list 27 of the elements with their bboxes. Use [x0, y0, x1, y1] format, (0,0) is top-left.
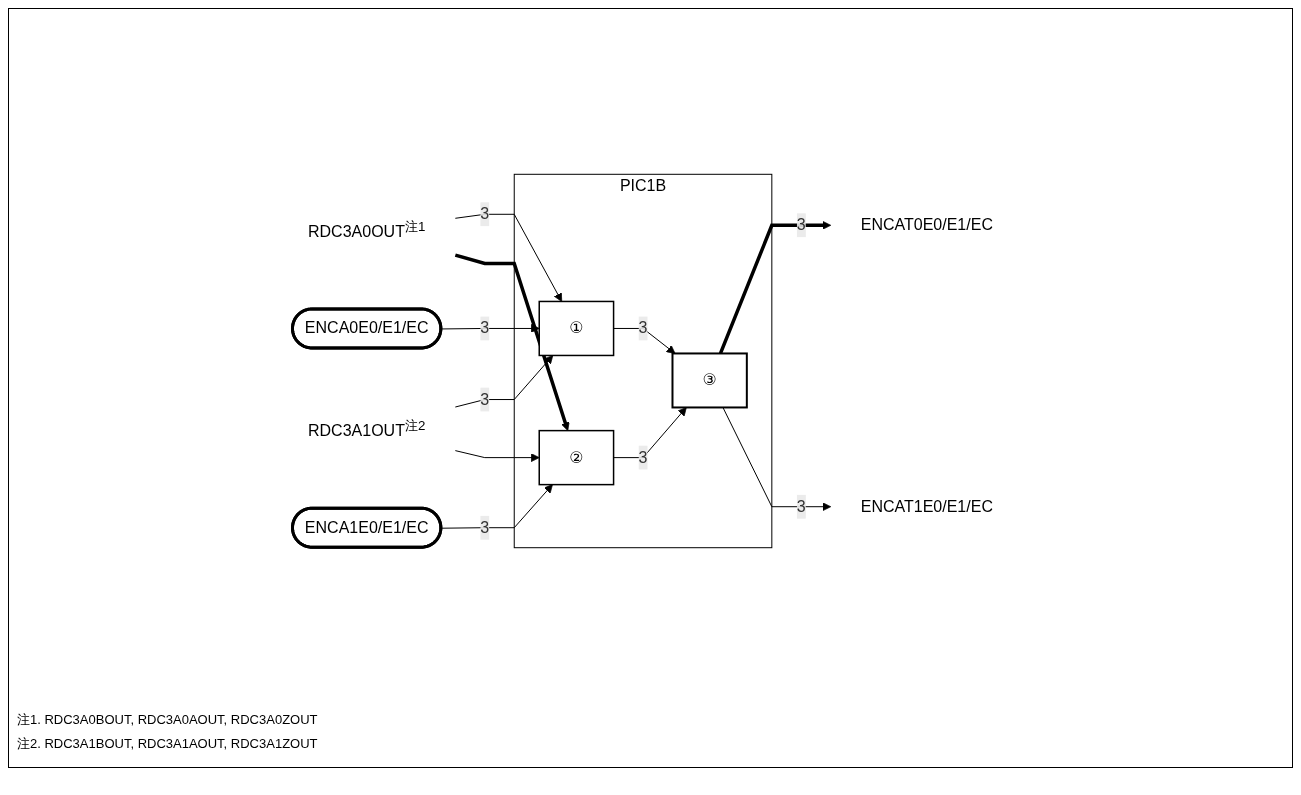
node-text: RDC3A1OUT$^{注2}$: [308, 417, 426, 440]
node-text: RDC3A0OUT$^{注1}$: [308, 218, 426, 240]
arrow: [440, 324, 540, 333]
edge-label: 3: [480, 319, 490, 337]
edge-label: 3: [480, 518, 490, 536]
footnote: 注1. RDC3A0BOUT, RDC3A0AOUT, RDC3A0ZOUT: [17, 711, 319, 729]
arrow: [440, 484, 553, 529]
edge-label: 3: [638, 448, 648, 466]
node-text: ENCAT1E0/E1/EC: [860, 497, 993, 515]
edge-label: 3: [638, 319, 648, 337]
arrow: [454, 253, 570, 431]
edge-label: 3: [480, 390, 490, 408]
node-text: ENCAT0E0/E1/EC: [860, 216, 993, 234]
node-box: ①: [538, 300, 615, 357]
arrow: [718, 220, 832, 355]
arrow: [454, 355, 554, 408]
footnote: 注2. RDC3A1BOUT, RDC3A1AOUT, RDC3A1ZOUT: [17, 735, 319, 753]
edge-label: 3: [480, 205, 490, 223]
node-box: ②: [538, 429, 615, 486]
edge-label: 3: [796, 216, 806, 234]
arrow: [613, 407, 687, 459]
arrow: [613, 327, 676, 354]
arrow: [722, 406, 832, 512]
node-box: ③: [671, 352, 748, 409]
arrow: [454, 450, 540, 462]
arrow: [454, 213, 563, 302]
edge-label: 3: [796, 497, 806, 515]
